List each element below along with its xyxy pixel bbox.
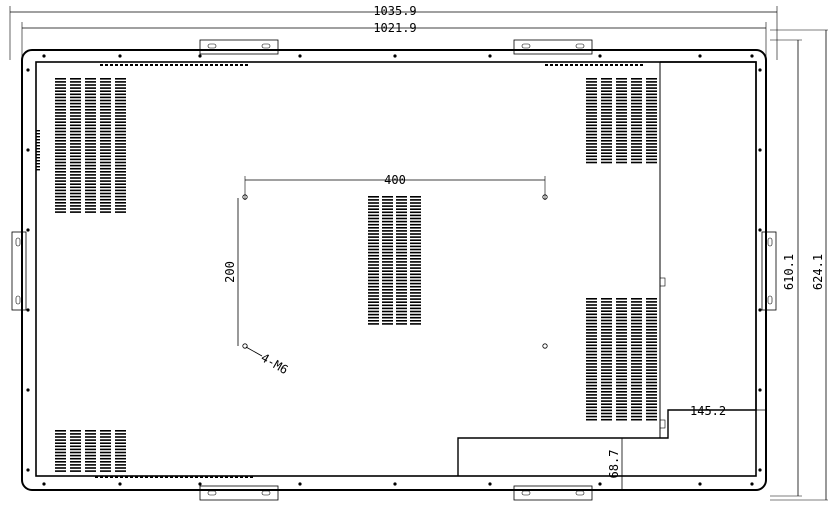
- rivet: [750, 54, 754, 58]
- rivet: [198, 482, 202, 486]
- vent-grilles: [36, 64, 657, 478]
- overall-width-label: 1035.9: [373, 4, 416, 18]
- rivet: [488, 482, 492, 486]
- rivet: [758, 228, 762, 232]
- rivet: [26, 468, 30, 472]
- inner-width-label: 1021.9: [373, 21, 416, 35]
- bracket-left: [11, 231, 27, 311]
- overall-width-dimension: 1035.9: [9, 4, 778, 60]
- vesa-horizontal-label: 400: [384, 173, 406, 187]
- rivet: [26, 148, 30, 152]
- inner-height-label: 610.1: [782, 254, 796, 290]
- vent-top-strip-left: [100, 64, 248, 66]
- inner-width-dimension: 1021.9: [21, 21, 767, 62]
- rivet: [118, 482, 122, 486]
- rivet: [758, 468, 762, 472]
- rivet: [758, 68, 762, 72]
- rivet: [118, 54, 122, 58]
- rivet: [42, 54, 46, 58]
- mount-screws-label: 4-M6: [259, 350, 291, 377]
- vent-top-strip-right: [545, 64, 643, 66]
- bracket-right: [761, 231, 777, 311]
- bracket-top-right: [513, 39, 593, 55]
- rivet: [26, 308, 30, 312]
- vent-bottom-strip: [95, 476, 253, 478]
- overall-height-dimension: 624.1: [770, 29, 828, 501]
- vesa-vertical-label: 200: [223, 261, 237, 283]
- rivet: [698, 482, 702, 486]
- bracket-bottom-right: [513, 485, 593, 501]
- rivet: [26, 228, 30, 232]
- rivet: [198, 54, 202, 58]
- bracket-bottom-left: [199, 485, 279, 501]
- frame-rivets: [26, 54, 762, 486]
- bottom-offset-label: 68.7: [607, 450, 621, 479]
- side-panel-label: 145.2: [690, 404, 726, 418]
- rivet: [298, 54, 302, 58]
- rivet: [698, 54, 702, 58]
- rivet: [488, 54, 492, 58]
- rivet: [750, 482, 754, 486]
- rivet: [758, 308, 762, 312]
- inner-height-dimension: 610.1: [770, 39, 802, 497]
- vent-bottom-left: [55, 430, 126, 472]
- vent-top-right: [586, 78, 657, 164]
- rivet: [393, 54, 397, 58]
- bracket-top-left: [199, 39, 279, 55]
- rivet: [758, 388, 762, 392]
- vent-center: [368, 196, 421, 325]
- rivet: [42, 482, 46, 486]
- rivet: [598, 482, 602, 486]
- bottom-offset-dimension: 68.7: [600, 437, 630, 491]
- vent-mid-right: [586, 298, 657, 421]
- rivet: [26, 68, 30, 72]
- rivet: [598, 54, 602, 58]
- side-panel-dimension: 145.2: [668, 404, 766, 418]
- outer-frame: [21, 49, 767, 491]
- rivet: [393, 482, 397, 486]
- rivet: [26, 388, 30, 392]
- vent-top-left: [55, 78, 126, 213]
- rivet: [758, 148, 762, 152]
- vent-left-strip: [36, 130, 40, 171]
- rivet: [298, 482, 302, 486]
- overall-height-label: 624.1: [811, 254, 825, 290]
